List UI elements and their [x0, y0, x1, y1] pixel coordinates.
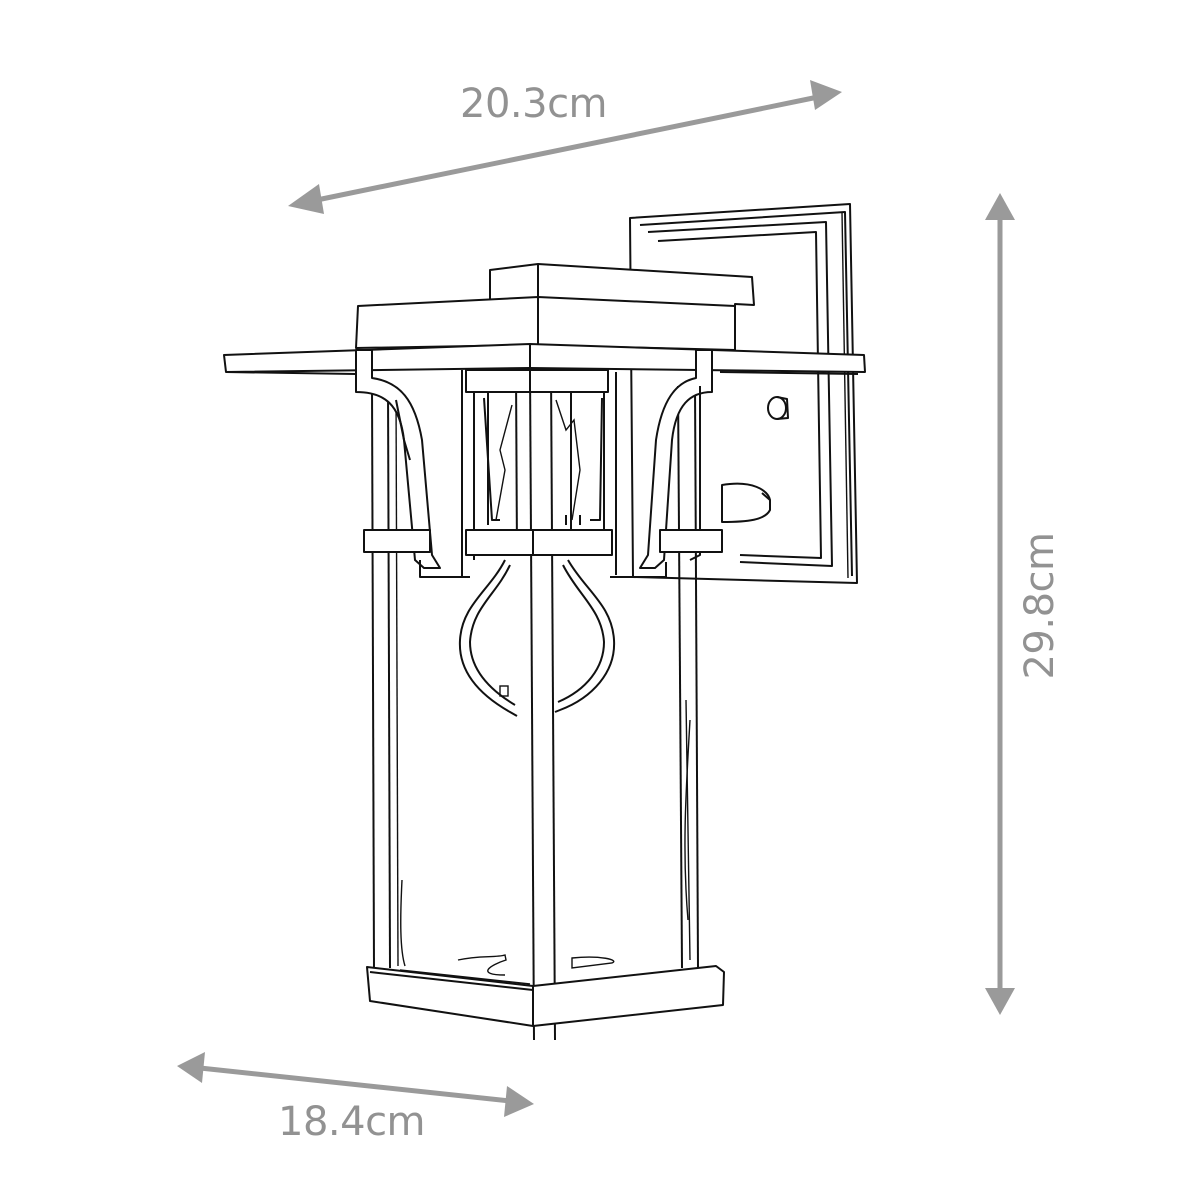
right-curved-bracket: [639, 349, 713, 569]
width-dimension-label: 20.3cm: [460, 81, 608, 127]
lantern-top-cap: [355, 263, 755, 351]
bulb-socket: [483, 397, 603, 525]
height-dimension-label: 29.8cm: [1017, 532, 1063, 680]
left-curved-bracket: [355, 349, 441, 569]
glass-panel-reflection: [400, 719, 691, 967]
depth-dimension-arrow: [177, 1052, 534, 1117]
screw-icon: [767, 396, 787, 420]
width-dimension-arrow: [288, 80, 842, 214]
depth-dimension-label: 18.4cm: [278, 1099, 426, 1145]
light-bulb: [458, 559, 616, 717]
height-dimension-arrow: [985, 193, 1015, 1015]
lantern-collar: [465, 369, 609, 393]
mounting-arm: [721, 482, 771, 523]
lantern-mid-band: [363, 529, 723, 578]
lantern-base: [366, 954, 725, 1027]
lantern-frame: [371, 369, 699, 1041]
